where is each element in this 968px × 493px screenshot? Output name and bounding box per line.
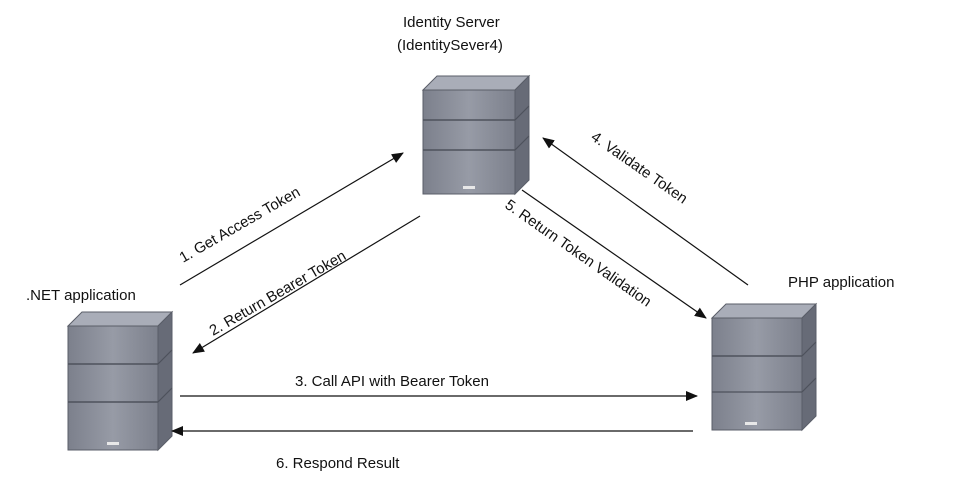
arrow-get-access-token [179,152,404,286]
edge-label-return-token-validation: 5. Return Token Validation [502,196,655,310]
arrow-return-bearer-token [192,215,421,354]
edge-label-call-api: 3. Call API with Bearer Token [295,373,489,390]
dotnet-app-title: .NET application [26,287,136,304]
arrow-return-token-validation [521,189,707,319]
edge-label-return-bearer-token: 2. Return Bearer Token [207,247,350,339]
edge-label-validate-token: 4. Validate Token [588,128,691,207]
identity-server-icon [421,74,531,196]
php-app-title: PHP application [788,274,895,291]
identity-server-subtitle: (IdentitySever4) [397,37,503,54]
edge-label-respond-result: 6. Respond Result [276,455,400,472]
php-app-server-icon [710,302,818,432]
dotnet-app-server-icon [66,310,174,452]
arrow-validate-token [542,137,749,286]
identity-server-title: Identity Server [403,14,500,31]
edge-label-get-access-token: 1. Get Access Token [177,184,304,267]
